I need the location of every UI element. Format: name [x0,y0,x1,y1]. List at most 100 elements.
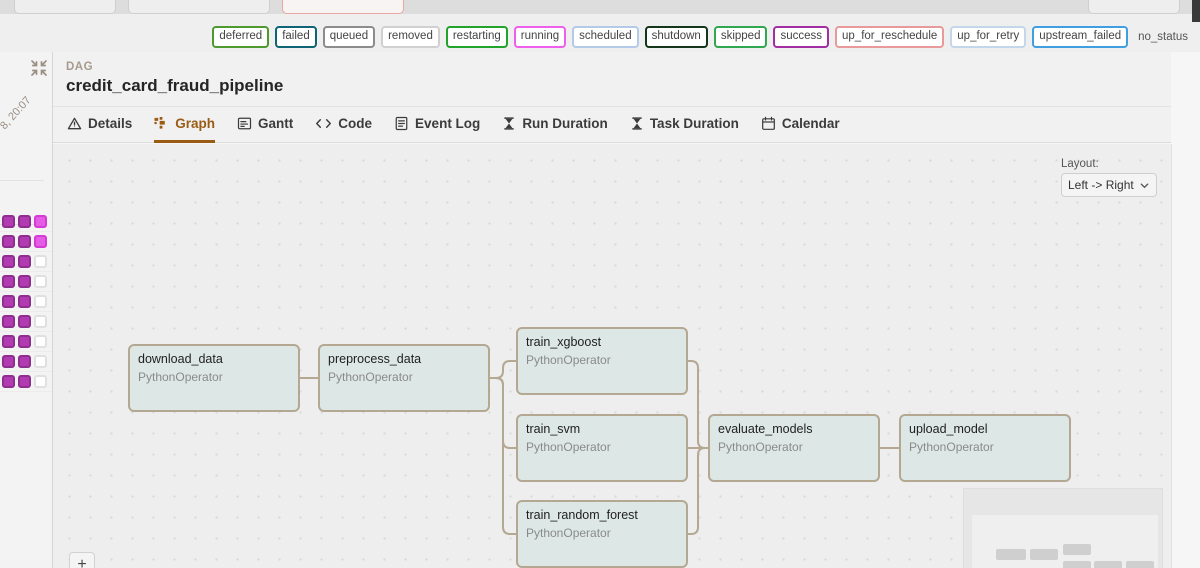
tab-graph[interactable]: Graph [154,107,216,143]
legend-badge-success[interactable]: success [773,25,830,49]
dag-kicker-label: DAG [66,61,94,73]
task-instance-square-success[interactable] [18,295,31,308]
task-instance-row[interactable] [0,292,52,312]
task-instance-square-success[interactable] [18,215,31,228]
gantt-icon [237,116,252,131]
tab-task-duration[interactable]: Task Duration [630,107,739,143]
task-instance-square-success[interactable] [2,315,15,328]
task-instance-square-success[interactable] [18,375,31,388]
task-instance-row[interactable] [0,332,52,352]
task-instance-square-success[interactable] [18,255,31,268]
task-instance-square-success[interactable] [18,315,31,328]
vertical-scrollbar[interactable] [1192,0,1200,22]
task-instance-row[interactable] [0,372,52,392]
task-instance-row[interactable] [0,272,52,292]
task-instance-square-none[interactable] [34,275,47,288]
legend-badge-failed[interactable]: failed [275,25,317,49]
graph-edge-preprocess_data-to-train_random_forest [490,377,516,535]
tab-label: Run Duration [522,115,608,131]
task-instance-square-none[interactable] [34,315,47,328]
ghost-field-2[interactable] [128,0,270,14]
graph-minimap[interactable] [963,488,1163,568]
task-instance-square-none[interactable] [34,335,47,348]
compress-icon[interactable] [29,58,49,78]
node-operator: PythonOperator [718,439,803,454]
legend-badge-upstream_failed[interactable]: upstream_failed [1032,25,1129,49]
graph-edge-preprocess_data-to-train_xgboost [490,360,516,379]
task-instance-row[interactable] [0,352,52,372]
legend-badge-shutdown[interactable]: shutdown [644,25,708,49]
node-operator: PythonOperator [909,439,994,454]
tab-label: Gantt [258,115,294,131]
legend-badge-skipped[interactable]: skipped [713,25,768,49]
task-instance-square-success[interactable] [2,275,15,288]
zoom-in-button[interactable]: + [69,552,95,568]
ghost-field-1[interactable] [14,0,116,14]
legend-badge-scheduled[interactable]: scheduled [572,25,639,49]
tab-gantt[interactable]: Gantt [237,107,293,143]
tab-event-log[interactable]: Event Log [394,107,480,143]
toolbar-underline [0,14,1200,22]
task-instance-square-success[interactable] [2,235,15,248]
task-instance-square-none[interactable] [34,255,47,268]
task-instance-square-success[interactable] [2,255,15,268]
layout-select[interactable]: Left -> Right [1061,173,1157,197]
task-instance-square-success[interactable] [2,335,15,348]
minimap-viewport [972,515,1158,568]
tab-label: Code [338,115,373,131]
tab-details[interactable]: Details [67,107,132,143]
task-instance-row[interactable] [0,232,52,252]
task-instance-square-success[interactable] [18,275,31,288]
tab-code[interactable]: Code [315,107,372,143]
task-instance-square-success[interactable] [18,355,31,368]
tab-run-duration[interactable]: Run Duration [502,107,608,143]
task-instance-square-success[interactable] [2,355,15,368]
legend-badge-removed[interactable]: removed [381,25,440,49]
tab-label: Calendar [781,115,840,131]
task-instance-square-running[interactable] [34,235,47,248]
legend-badge-up_for_retry[interactable]: up_for_retry [950,25,1027,49]
task-instance-square-success[interactable] [2,375,15,388]
node-title: train_xgboost [526,335,602,349]
ghost-field-3[interactable] [282,0,404,14]
task-instance-square-none[interactable] [34,375,47,388]
node-title: upload_model [909,422,988,436]
minimap-node [1063,561,1091,568]
legend-badge-up_for_reschedule[interactable]: up_for_reschedule [835,25,945,49]
legend-badge-running[interactable]: running [513,25,567,49]
ghost-field-4[interactable] [1088,0,1180,14]
task-instance-row[interactable] [0,312,52,332]
minimap-node [996,549,1026,560]
task-instance-square-none[interactable] [34,355,47,368]
legend-badge-no_status[interactable]: no_status [1138,31,1188,43]
legend-badge-queued[interactable]: queued [322,25,376,49]
legend-badge-deferred[interactable]: deferred [212,25,270,49]
task-instance-square-success[interactable] [2,215,15,228]
minimap-node [1063,544,1091,555]
task-instance-row[interactable] [0,212,52,232]
minimap-node [1030,549,1058,560]
task-instance-square-success[interactable] [2,295,15,308]
task-instance-square-running[interactable] [34,215,47,228]
minimap-node [1126,561,1154,568]
layout-select-value: Left -> Right [1068,178,1134,192]
tab-label: Task Duration [649,115,739,131]
page-title: credit_card_fraud_pipeline [66,76,284,95]
tab-calendar[interactable]: Calendar [761,107,840,143]
task-instance-square-none[interactable] [34,295,47,308]
task-instance-row[interactable] [0,252,52,272]
legend-badge-restarting[interactable]: restarting [445,25,508,49]
task-instance-square-success[interactable] [18,335,31,348]
tab-label: Details [88,115,133,131]
task-instance-square-success[interactable] [18,235,31,248]
node-operator: PythonOperator [328,369,413,384]
